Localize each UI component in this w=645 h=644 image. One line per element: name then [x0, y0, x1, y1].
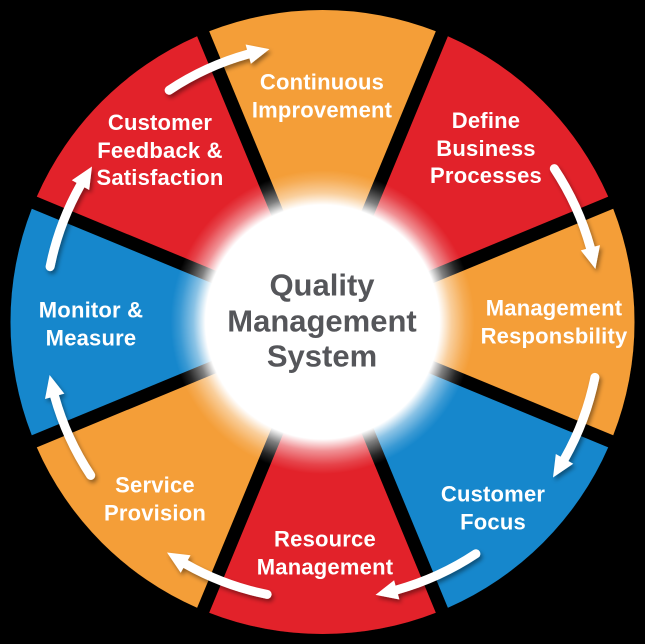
- segment-continuous-improvement: [209, 10, 436, 212]
- arrow-icon-customer-focus-to-resource: [375, 549, 481, 600]
- arrow-icon-resource-to-service: [167, 552, 272, 599]
- segment-customer-feedback-satisfaction: [36, 36, 272, 272]
- segment-label-service-provision: Service Provision: [103, 472, 207, 526]
- flow-arrows: [45, 44, 600, 600]
- segment-label-define-business-processes: Define Business Processes: [430, 107, 542, 188]
- segment-define-business-processes: [373, 36, 609, 272]
- arrow-icon-feedback-to-improvement: [164, 44, 270, 95]
- segment-label-customer-focus: Customer Focus: [440, 481, 546, 535]
- segment-label-continuous-improvement: Continuous Improvement: [251, 69, 393, 123]
- segment-resource-management: [209, 432, 436, 634]
- arrow-icon-monitor-to-feedback: [45, 166, 92, 272]
- center-title: Quality Management System: [227, 267, 417, 374]
- segment-label-monitor-measure: Monitor & Measure: [38, 297, 144, 351]
- segment-monitor-measure: [10, 208, 213, 436]
- arrow-icon-define-to-management: [549, 164, 600, 269]
- wheel-segments: [10, 10, 635, 634]
- segment-service-provision: [36, 372, 272, 608]
- segment-customer-focus: [373, 372, 609, 608]
- segment-label-customer-feedback-satisfaction: Customer Feedback & Satisfaction: [96, 109, 224, 190]
- arrow-icon-service-to-monitor: [45, 375, 96, 480]
- center-circle: [170, 170, 475, 474]
- arrow-icon-management-to-customer-focus: [553, 372, 600, 478]
- segment-label-resource-management: Resource Management: [256, 526, 394, 580]
- segment-management-responsbility: [432, 208, 635, 436]
- segment-label-management-responsbility: Management Responsbility: [480, 295, 628, 349]
